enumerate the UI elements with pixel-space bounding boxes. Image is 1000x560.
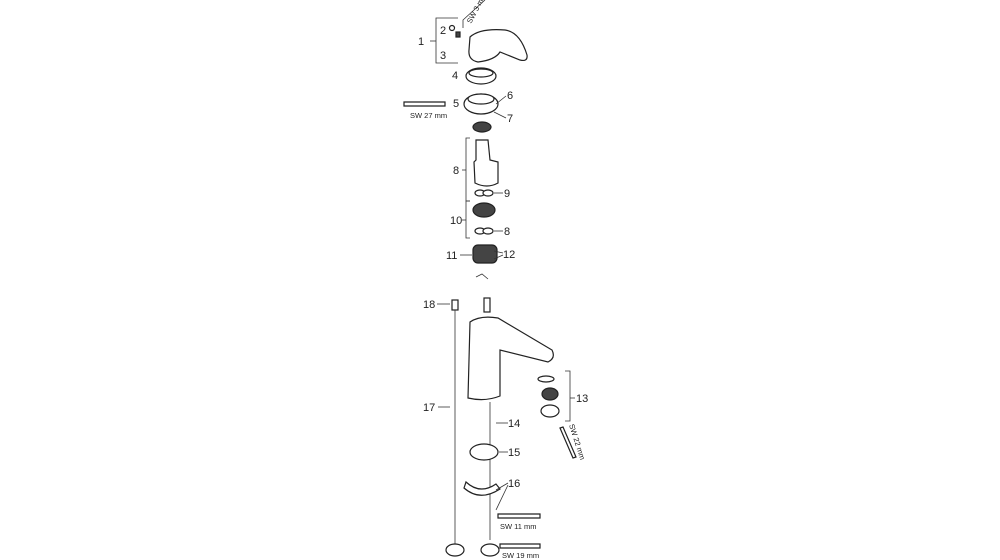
part-label-11: 11 bbox=[446, 250, 457, 262]
part-label-15: 15 bbox=[508, 447, 520, 459]
part-handle bbox=[448, 24, 528, 63]
part-label-6: 6 bbox=[507, 90, 513, 102]
part-label-8b: 8 bbox=[504, 226, 510, 238]
tool-label-sw22: SW 22 mm bbox=[567, 423, 587, 461]
part-label-14: 14 bbox=[508, 418, 520, 430]
part-label-13: 13 bbox=[576, 393, 588, 405]
part-label-9: 9 bbox=[504, 188, 510, 200]
tool-label-sw11: SW 11 mm bbox=[500, 522, 537, 531]
part-label-8: 8 bbox=[453, 165, 459, 177]
part-label-3: 3 bbox=[440, 50, 446, 62]
part-label-5: 5 bbox=[453, 98, 459, 110]
tool-label-sw19: SW 19 mm bbox=[502, 551, 539, 560]
tool-label-sw27: SW 27 mm bbox=[410, 111, 447, 120]
part-label-12: 12 bbox=[503, 249, 515, 261]
part-spout-body bbox=[467, 297, 554, 401]
part-label-18: 18 bbox=[423, 299, 435, 311]
part-label-17: 17 bbox=[423, 402, 435, 414]
part-label-10: 10 bbox=[450, 215, 462, 227]
part-label-2: 2 bbox=[440, 25, 446, 37]
tool-label-sw3: SW 3 mm bbox=[465, 0, 488, 25]
part-label-7: 7 bbox=[507, 113, 513, 125]
allen-key-sw3: SW 3 mm bbox=[462, 0, 488, 28]
part-label-4: 4 bbox=[452, 70, 458, 82]
part-label-16: 16 bbox=[508, 478, 520, 490]
part-label-1: 1 bbox=[418, 36, 424, 48]
